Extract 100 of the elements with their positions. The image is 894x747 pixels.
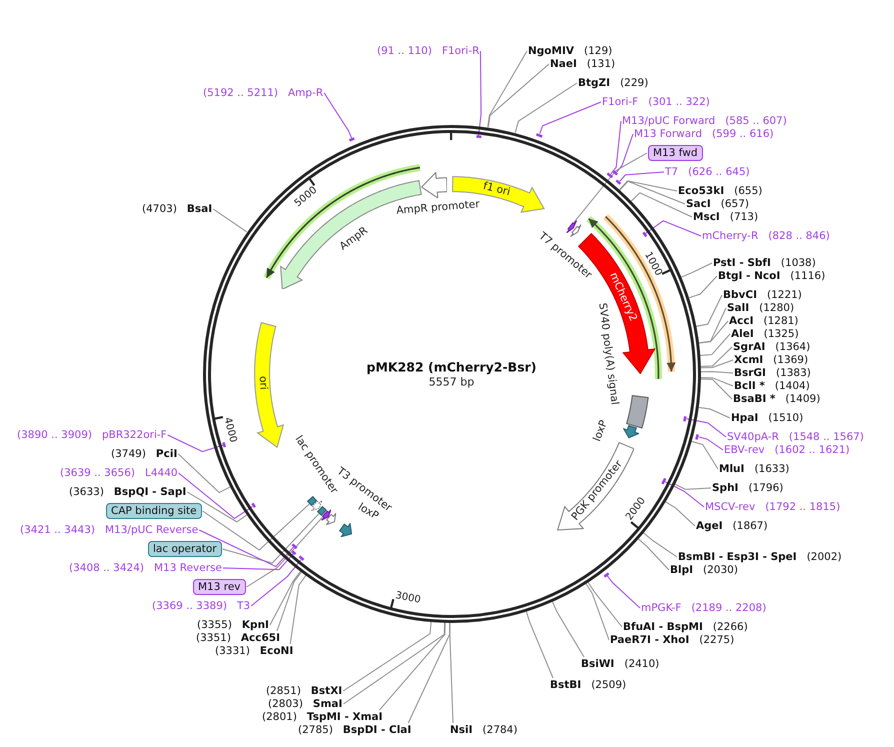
- leader-line: [449, 622, 454, 724]
- restriction-site-label: BstBI (2509): [550, 679, 626, 691]
- leader-line: [664, 501, 696, 526]
- leader-line: [690, 440, 718, 470]
- restriction-site-label: HpaI (1510): [731, 412, 804, 424]
- restriction-site-label: PstI - SbfI (1038): [713, 257, 816, 269]
- feature-tag: CAP binding site: [106, 503, 202, 519]
- leader-line: [645, 220, 702, 236]
- leader-line: [379, 622, 446, 710]
- leader-line: [539, 102, 602, 134]
- primer-label: EBV-rev (1602 .. 1621): [724, 444, 850, 456]
- restriction-site-label: PaeR7I - XhoI (2275): [610, 634, 734, 646]
- leader-line: [488, 64, 550, 128]
- restriction-site-label: (3351) Acc65I: [196, 632, 280, 644]
- leader-line: [478, 50, 482, 136]
- primer-label: (5192 .. 5211) Amp-R: [203, 87, 324, 99]
- leader-line: [246, 516, 323, 588]
- leader-line: [674, 484, 712, 490]
- feature-band: [316, 506, 327, 516]
- primer-label: (3369 .. 3389) T3: [152, 600, 250, 612]
- leader-line: [696, 294, 722, 327]
- primer-mark: [642, 230, 648, 238]
- primer-mark: [612, 170, 620, 176]
- leader-line: [688, 276, 718, 298]
- leader-line: [212, 208, 248, 232]
- leader-line: [630, 192, 692, 218]
- leader-line: [700, 377, 734, 386]
- leader-line: [222, 552, 294, 570]
- primer-label: (91 .. 110) F1ori-R: [377, 45, 480, 57]
- restriction-site-label: (3749) PciI: [111, 448, 178, 460]
- primer-label: T7 (626 .. 645): [665, 166, 750, 178]
- restriction-site-label: (3355) KpnI: [197, 619, 269, 631]
- leader-line: [202, 504, 310, 551]
- leader-line: [408, 622, 450, 724]
- restriction-site-label: MluI (1633): [719, 463, 790, 475]
- leader-line: [276, 572, 302, 632]
- restriction-site-label: SalI (1280): [727, 302, 794, 314]
- feature-label: loxP: [592, 418, 610, 443]
- restriction-site-label: (3331) EcoNI: [215, 645, 294, 657]
- primer-mark: [534, 132, 544, 138]
- leader-line: [552, 600, 584, 658]
- restriction-site-label: BfuAI - BspMI (2266): [623, 621, 748, 633]
- feature-label: SV40 poly(A) signal: [596, 302, 620, 406]
- leader-line: [585, 582, 610, 640]
- restriction-site-label: BsmBI - Esp3I - SpeI (2002): [678, 551, 842, 563]
- primer-mark: [683, 414, 688, 422]
- primer-label: (3421 .. 3443) M13/pUC Reverse: [20, 524, 198, 536]
- restriction-site-label: SgrAI (1364): [733, 341, 810, 353]
- primer-mark: [291, 550, 298, 556]
- primer-label: M13/pUC Forward (585 .. 607): [622, 115, 787, 127]
- feature-band: [566, 220, 578, 234]
- primer-mark: [474, 135, 482, 139]
- leader-line: [342, 622, 446, 704]
- restriction-site-label: (2803) SmaI: [268, 698, 342, 710]
- feature-label: f1 ori: [482, 181, 512, 199]
- leader-line: [616, 134, 634, 173]
- primer-label: mPGK-F (2189 .. 2208): [641, 602, 766, 614]
- leader-line: [514, 82, 578, 134]
- primer-label: SV40pA-R (1548 .. 1567): [727, 431, 864, 443]
- restriction-site-label: BsaBI * (1409): [733, 393, 820, 405]
- restriction-site-label: SphI (1796): [712, 482, 784, 494]
- leader-line: [250, 559, 302, 606]
- restriction-site-label: BclI * (1404): [734, 380, 810, 392]
- primer-mark: [348, 137, 356, 142]
- leader-line: [324, 92, 352, 139]
- restriction-site-label: BsiWI (2410): [581, 658, 660, 670]
- plasmid-length: 5557 bp: [428, 375, 474, 388]
- leader-line: [198, 530, 294, 568]
- leader-line: [587, 581, 622, 628]
- leader-line: [178, 454, 230, 494]
- leader-line: [290, 574, 306, 644]
- restriction-site-label: NgoMIV (129): [528, 45, 612, 57]
- feature-band: [254, 322, 284, 448]
- restriction-site-label: MscI (713): [693, 211, 758, 223]
- scale-label: 1000: [642, 250, 664, 278]
- leader-line: [698, 406, 730, 418]
- restriction-site-label: (4703) BsaI: [142, 203, 212, 215]
- leader-line: [222, 513, 320, 564]
- plasmid-name: pMK282 (mCherry2-Bsr): [366, 359, 536, 374]
- feature-tag: M13 rev: [193, 579, 246, 595]
- leader-line: [526, 610, 554, 678]
- leader-line: [700, 378, 732, 400]
- leader-line: [680, 262, 712, 278]
- leader-line: [700, 346, 732, 367]
- primer-mark: [695, 432, 700, 441]
- restriction-site-label: BsrGI (1383): [734, 367, 811, 379]
- restriction-site-label: BbvCI (1221): [723, 289, 802, 301]
- leader-line: [698, 320, 728, 344]
- leader-line: [574, 152, 648, 223]
- restriction-site-label: XcmI (1369): [734, 354, 808, 366]
- restriction-site-label: (2801) TspMI - XmaI: [262, 711, 383, 723]
- leader-line: [619, 180, 678, 192]
- feature-band: [307, 496, 318, 506]
- restriction-site-label: BtgZI (229): [578, 77, 648, 89]
- leader-line: [487, 50, 528, 128]
- leader-line: [637, 538, 670, 570]
- leader-line: [664, 481, 704, 508]
- leader-line: [686, 418, 726, 438]
- primer-label: MSCV-rev (1792 .. 1815): [705, 501, 840, 513]
- feature-label: AmpR promoter: [396, 199, 480, 217]
